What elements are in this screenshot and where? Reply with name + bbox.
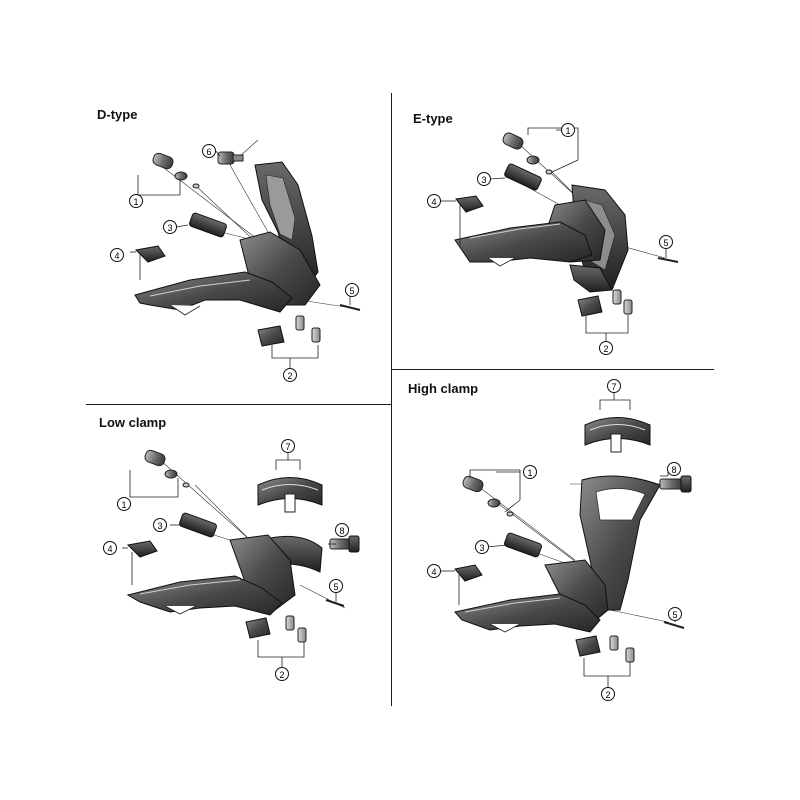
svg-text:1: 1 bbox=[133, 197, 138, 207]
e-part-1-bolt bbox=[502, 132, 553, 175]
svg-text:2: 2 bbox=[603, 344, 608, 354]
callout-e-1: 1 bbox=[561, 123, 575, 137]
low-part-2-clamp-pieces bbox=[245, 615, 307, 643]
svg-text:8: 8 bbox=[671, 465, 676, 475]
e-part-4-tab bbox=[455, 195, 484, 213]
svg-text:6: 6 bbox=[206, 147, 211, 157]
panel-title-d-type: D-type bbox=[97, 107, 138, 122]
callout-low-8: 8 bbox=[335, 523, 349, 537]
panel-title-low-clamp: Low clamp bbox=[99, 415, 167, 430]
svg-text:1: 1 bbox=[527, 468, 532, 478]
d-part-2-clamp-pieces bbox=[257, 315, 321, 347]
callout-low-3: 3 bbox=[153, 518, 167, 532]
callout-low-4: 4 bbox=[103, 541, 117, 555]
d-type-assembly bbox=[130, 139, 361, 368]
callout-high-5: 5 bbox=[668, 607, 682, 621]
svg-text:5: 5 bbox=[333, 582, 338, 592]
callout-d-2: 2 bbox=[283, 368, 297, 382]
callout-e-3: 3 bbox=[477, 172, 491, 186]
left-horizontal-divider bbox=[86, 404, 391, 406]
callout-d-1: 1 bbox=[129, 194, 143, 208]
callout-markers: 1 2 3 4 5 6 1 2 3 4 5 1 2 3 4 5 7 8 1 2 … bbox=[103, 123, 682, 701]
svg-text:7: 7 bbox=[285, 442, 290, 452]
low-part-3-insert bbox=[179, 512, 217, 538]
high-part-8-bolt bbox=[659, 475, 692, 493]
callout-d-6: 6 bbox=[202, 144, 216, 158]
svg-text:3: 3 bbox=[479, 543, 484, 553]
high-clamp-assembly bbox=[440, 392, 692, 688]
callout-d-4: 4 bbox=[110, 248, 124, 262]
d-part-1-bolt bbox=[152, 152, 200, 189]
svg-text:4: 4 bbox=[107, 544, 112, 554]
callout-d-3: 3 bbox=[163, 220, 177, 234]
callout-e-2: 2 bbox=[599, 341, 613, 355]
low-part-4-tab bbox=[126, 540, 158, 558]
svg-text:5: 5 bbox=[672, 610, 677, 620]
high-part-3-insert bbox=[504, 532, 542, 558]
svg-text:2: 2 bbox=[279, 670, 284, 680]
svg-text:3: 3 bbox=[157, 521, 162, 531]
callout-high-8: 8 bbox=[667, 462, 681, 476]
high-part-2-clamp-pieces bbox=[575, 635, 635, 663]
d-part-5-screw bbox=[339, 304, 361, 311]
d-part-4-tab bbox=[134, 245, 166, 263]
svg-text:1: 1 bbox=[565, 126, 570, 136]
svg-text:3: 3 bbox=[167, 223, 172, 233]
low-part-5-screw bbox=[325, 599, 345, 607]
callout-low-7: 7 bbox=[281, 439, 295, 453]
panel-title-high-clamp: High clamp bbox=[408, 381, 479, 396]
callout-e-5: 5 bbox=[659, 235, 673, 249]
svg-text:4: 4 bbox=[431, 567, 436, 577]
svg-text:2: 2 bbox=[605, 690, 610, 700]
callout-high-2: 2 bbox=[601, 687, 615, 701]
high-part-7-clamp-band bbox=[584, 417, 651, 453]
callout-d-5: 5 bbox=[345, 283, 359, 297]
e-part-3-insert bbox=[504, 163, 542, 191]
svg-text:5: 5 bbox=[349, 286, 354, 296]
high-part-5-screw bbox=[663, 621, 685, 629]
callout-e-4: 4 bbox=[427, 194, 441, 208]
svg-text:3: 3 bbox=[481, 175, 486, 185]
high-part-4-tab bbox=[454, 564, 483, 582]
svg-text:1: 1 bbox=[121, 500, 126, 510]
svg-text:2: 2 bbox=[287, 371, 292, 381]
callout-high-7: 7 bbox=[607, 379, 621, 393]
panel-title-e-type: E-type bbox=[413, 111, 453, 126]
vertical-divider bbox=[391, 93, 393, 706]
svg-text:5: 5 bbox=[663, 238, 668, 248]
svg-text:4: 4 bbox=[431, 197, 436, 207]
low-clamp-assembly bbox=[122, 449, 360, 668]
e-type-assembly bbox=[440, 127, 679, 342]
callout-low-5: 5 bbox=[329, 579, 343, 593]
e-part-5-screw bbox=[657, 257, 679, 263]
callout-low-2: 2 bbox=[275, 667, 289, 681]
callout-high-1: 1 bbox=[523, 465, 537, 479]
svg-text:8: 8 bbox=[339, 526, 344, 536]
d-part-6-bolt bbox=[217, 151, 244, 165]
low-part-1-bolt bbox=[144, 449, 190, 488]
svg-text:7: 7 bbox=[611, 382, 616, 392]
right-horizontal-divider bbox=[392, 369, 714, 371]
d-part-3-insert bbox=[189, 212, 227, 238]
low-part-7-clamp-band bbox=[257, 477, 323, 513]
e-part-2-clamp-pieces bbox=[577, 289, 633, 317]
high-part-1-bolt bbox=[462, 475, 514, 517]
callout-high-4: 4 bbox=[427, 564, 441, 578]
callout-low-1: 1 bbox=[117, 497, 131, 511]
callout-high-3: 3 bbox=[475, 540, 489, 554]
svg-text:4: 4 bbox=[114, 251, 119, 261]
